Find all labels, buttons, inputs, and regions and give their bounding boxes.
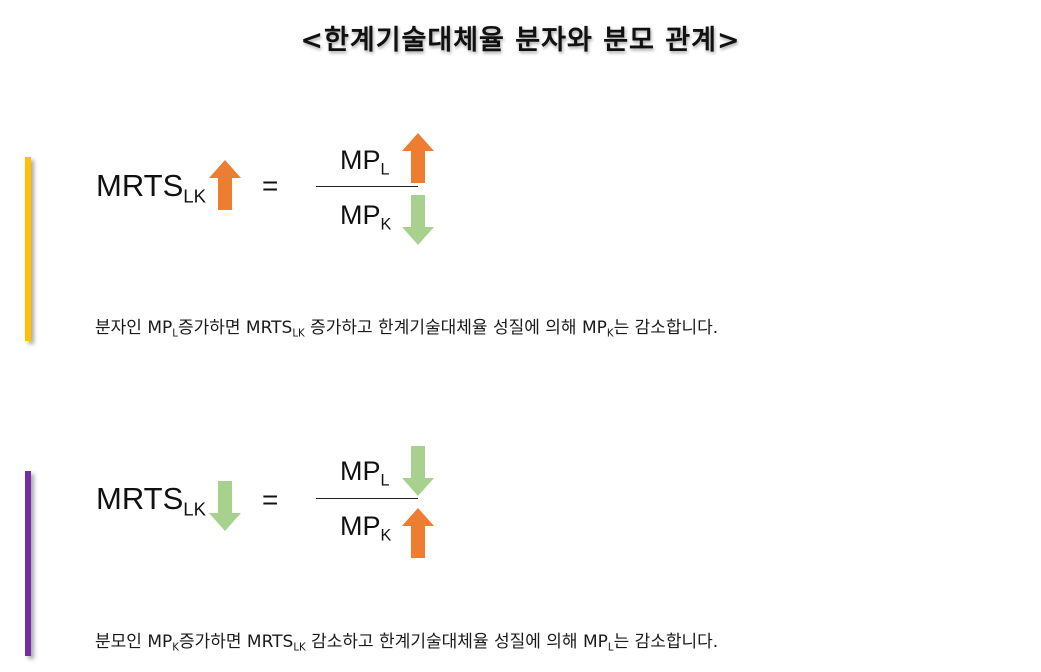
- equals-sign: =: [262, 170, 279, 201]
- mrts-text: MRTS: [96, 481, 184, 516]
- explanation-text: 분자인 MPL증가하면 MRTSLK 증가하고 한계기술대체율 성질에 의해 M…: [95, 313, 718, 340]
- mrts-text: MRTS: [96, 168, 184, 203]
- numerator-subscript: L: [380, 471, 390, 490]
- fraction-line: [316, 186, 418, 187]
- numerator-text: MP: [340, 456, 381, 486]
- down-arrow-icon: [402, 195, 434, 245]
- denominator: MPK: [340, 200, 391, 235]
- down-arrow-icon: [209, 481, 241, 531]
- denominator-text: MP: [340, 511, 381, 541]
- text-segment: 는 감소합니다.: [613, 632, 719, 652]
- numerator-text: MP: [340, 145, 381, 175]
- text-segment: 증가하면 MRTS: [177, 318, 293, 338]
- text-segment: 는 감소합니다.: [613, 318, 719, 338]
- subscript: L: [172, 328, 178, 340]
- accent-bar-yellow: [25, 157, 31, 341]
- text-segment: 분자인 MP: [95, 318, 173, 338]
- text-segment: 증가하고 한계기술대체율 성질에 의해 MP: [304, 318, 607, 338]
- subscript: L: [607, 642, 614, 654]
- denominator-subscript: K: [380, 215, 392, 234]
- down-arrow-icon: [402, 446, 434, 496]
- fraction-line: [316, 498, 418, 499]
- up-arrow-icon: [402, 508, 434, 558]
- denominator: MPK: [340, 511, 391, 546]
- mrts-label: MRTSLK: [96, 168, 206, 208]
- subscript: K: [172, 642, 179, 654]
- equals-sign: =: [262, 484, 279, 515]
- mrts-subscript: LK: [183, 185, 207, 207]
- numerator-subscript: L: [380, 160, 390, 179]
- mrts-label: MRTSLK: [96, 481, 206, 521]
- subscript: K: [606, 328, 614, 340]
- text-segment: 감소하고 한계기술대체율 성질에 의해 MP: [305, 632, 608, 652]
- page-title: <한계기술대체율 분자와 분모 관계>: [300, 25, 741, 56]
- subscript: LK: [293, 642, 306, 654]
- text-segment: 증가하면 MRTS: [178, 632, 294, 652]
- mrts-subscript: LK: [183, 498, 207, 520]
- numerator: MPL: [340, 145, 390, 180]
- denominator-subscript: K: [380, 526, 392, 545]
- subscript: LK: [292, 328, 305, 340]
- explanation-text: 분모인 MPK증가하면 MRTSLK 감소하고 한계기술대체율 성질에 의해 M…: [95, 627, 718, 654]
- up-arrow-icon: [209, 160, 241, 210]
- up-arrow-icon: [402, 133, 434, 183]
- text-segment: 분모인 MP: [95, 632, 173, 652]
- accent-bar-purple: [25, 471, 31, 656]
- numerator: MPL: [340, 456, 390, 491]
- denominator-text: MP: [340, 200, 381, 230]
